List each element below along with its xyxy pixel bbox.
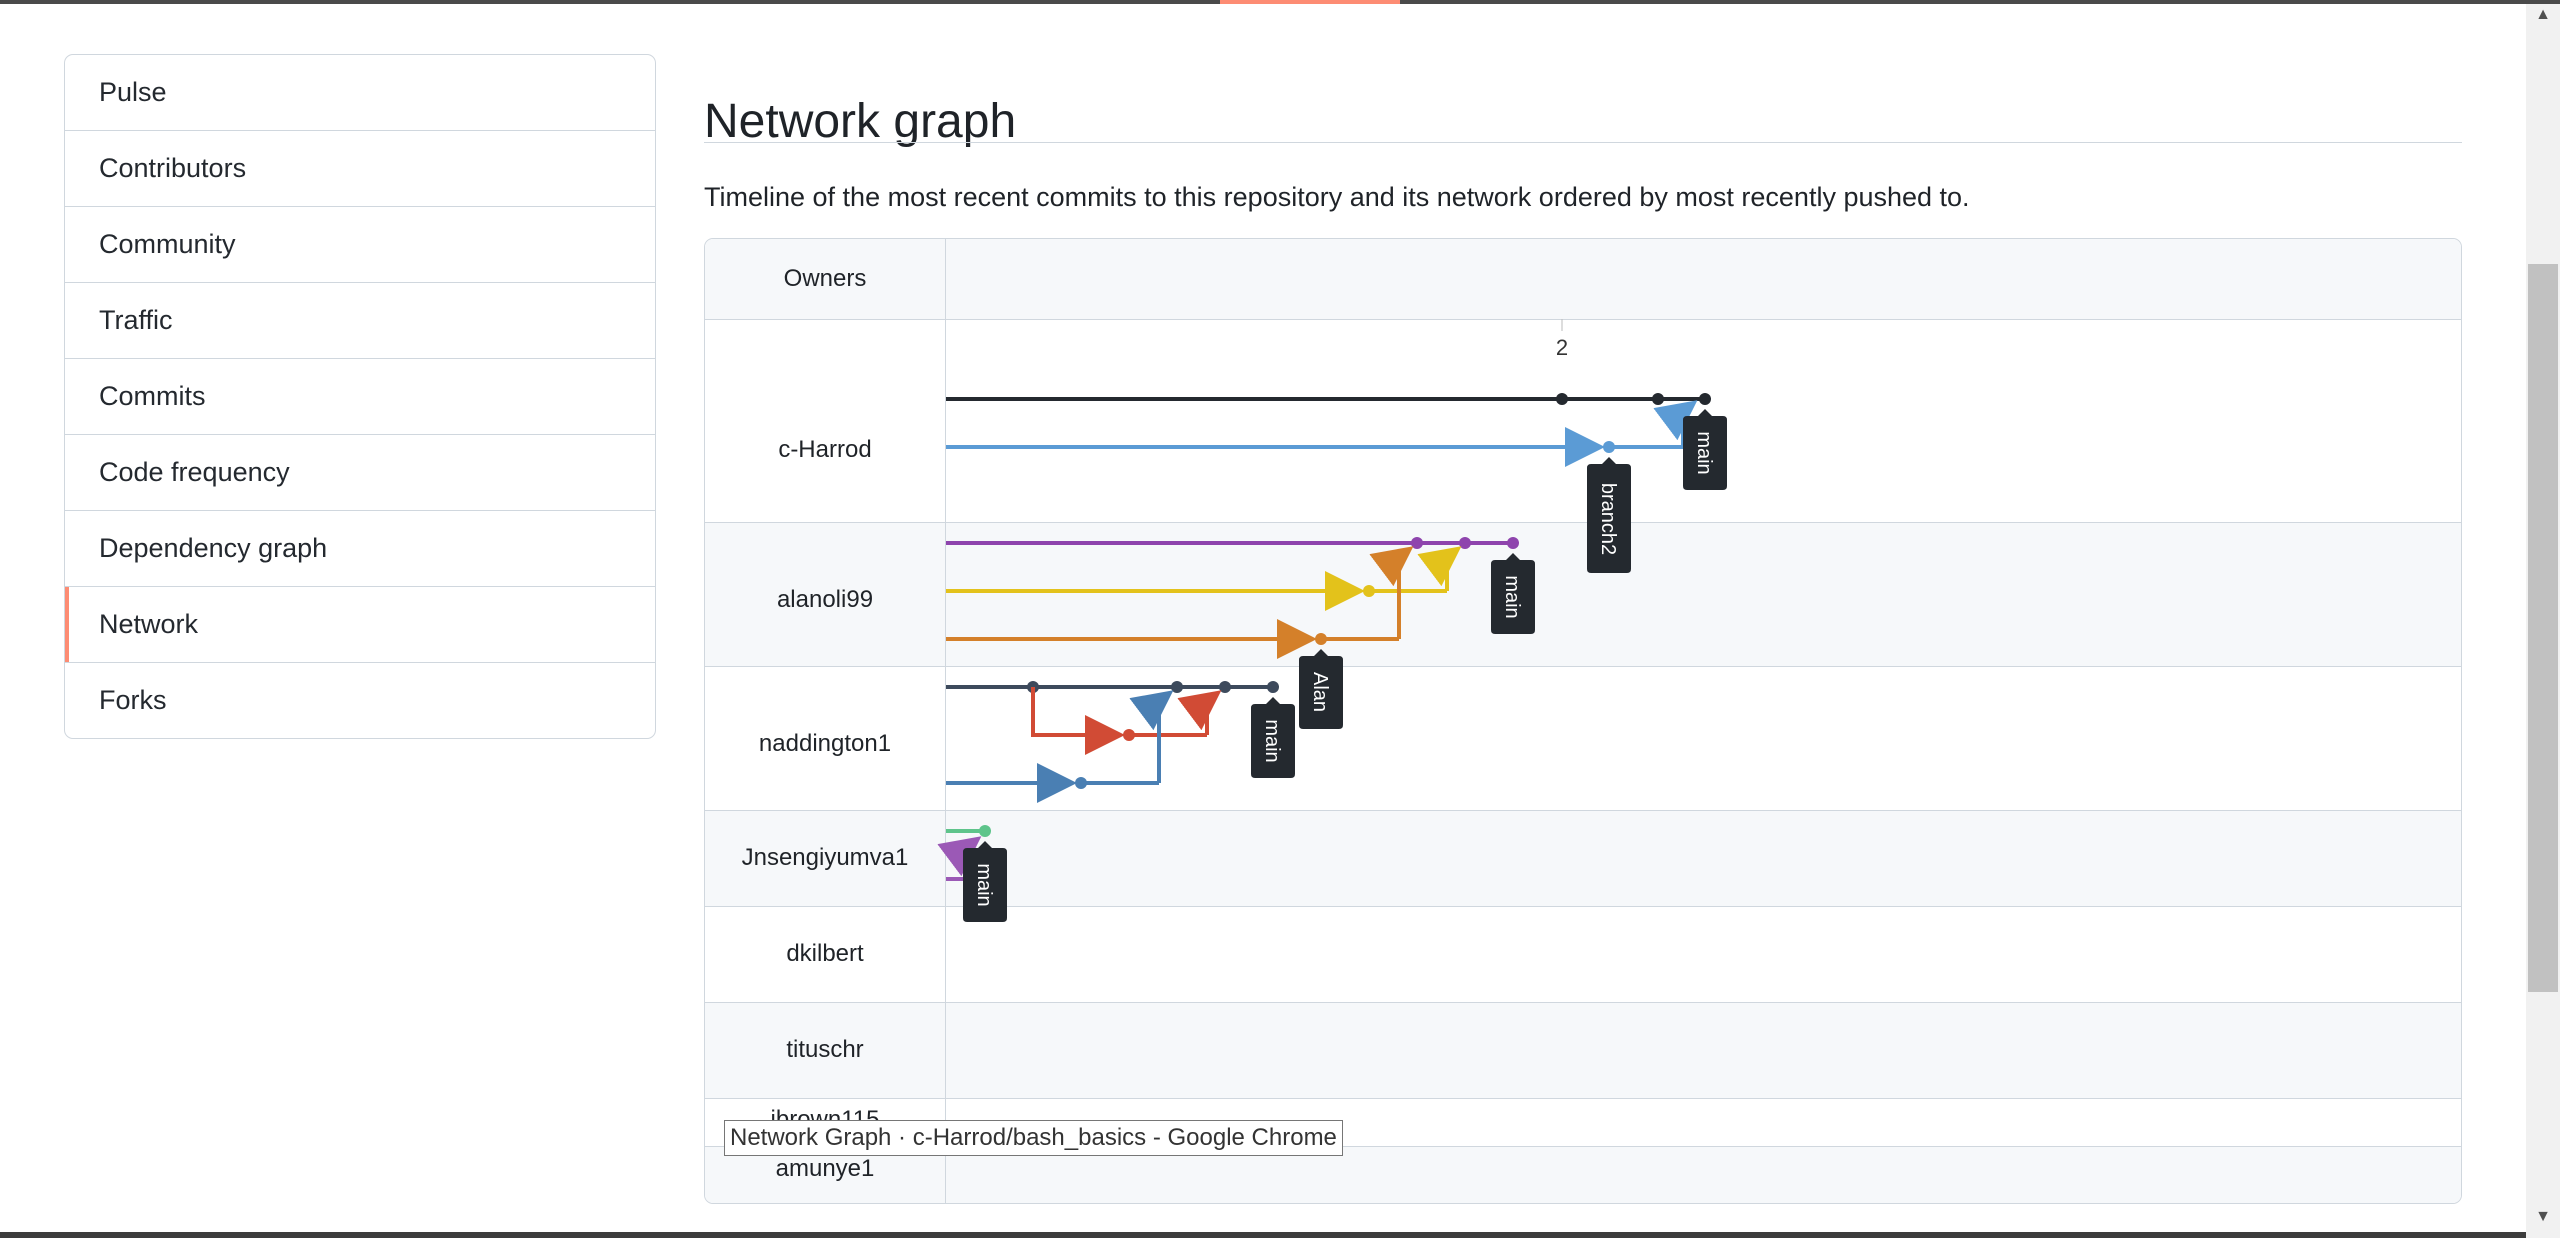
commit-dot[interactable]: [1267, 681, 1279, 693]
owner-name[interactable]: naddington1: [758, 730, 892, 757]
owner-name[interactable]: tituschr: [786, 1036, 864, 1063]
branch-line-c-harrod-branch2: [946, 400, 1698, 467]
commit-graph-canvas[interactable]: 2: [705, 239, 2461, 1203]
sidebar-item-label: Contributors: [99, 153, 247, 183]
sidebar-item-label: Pulse: [99, 77, 167, 107]
sidebar-item-network[interactable]: Network: [65, 587, 655, 663]
branch-line-alanoli99-yellow: [946, 546, 1462, 611]
commit-dot[interactable]: [1075, 777, 1087, 789]
branch-line-c-harrod-main: [946, 393, 1711, 405]
branch-line-naddington1-main: [946, 681, 1279, 693]
title-divider: [704, 142, 2462, 143]
sidebar-item-traffic[interactable]: Traffic: [65, 283, 655, 359]
browser-bottom-edge: [0, 1232, 2526, 1238]
sidebar-item-pulse[interactable]: Pulse: [65, 55, 655, 131]
commit-dot[interactable]: [1219, 681, 1231, 693]
sidebar-item-label: Forks: [99, 685, 167, 715]
branch-tag-naddington1-main[interactable]: main: [1251, 697, 1295, 778]
owner-row: c-Harrod: [705, 319, 2461, 523]
commit-dot[interactable]: [1652, 393, 1664, 405]
owner-name[interactable]: amunye1: [775, 1155, 875, 1182]
page-description: Timeline of the most recent commits to t…: [704, 182, 1970, 212]
branch-line-naddington1-steel: [946, 690, 1174, 803]
owner-name[interactable]: alanoli99: [776, 586, 874, 613]
branch-line-naddington1-red: [1031, 687, 1222, 755]
sidebar-item-label: Network: [99, 609, 199, 639]
commit-dot[interactable]: [1507, 537, 1519, 549]
commit-dot[interactable]: [1411, 537, 1423, 549]
commit-dot[interactable]: [1315, 633, 1327, 645]
owner-row: dkilbert: [705, 906, 2461, 1003]
branch-tag-alanoli99-main[interactable]: main: [1491, 553, 1535, 634]
sidebar-item-code-frequency[interactable]: Code frequency: [65, 435, 655, 511]
branch-tag-c-harrod-branch2[interactable]: branch2: [1587, 457, 1631, 573]
insights-sidebar: Pulse Contributors Community Traffic Com…: [64, 54, 656, 739]
branch-tag-text: main: [1693, 431, 1715, 474]
commit-dot[interactable]: [1171, 681, 1183, 693]
commit-dot[interactable]: [1363, 585, 1375, 597]
page-title: Network graph: [704, 95, 1017, 149]
sidebar-item-label: Commits: [99, 381, 206, 411]
commit-dot[interactable]: [1459, 537, 1471, 549]
scrollbar-thumb[interactable]: [2528, 264, 2558, 992]
commit-dot[interactable]: [1123, 729, 1135, 741]
owner-name[interactable]: dkilbert: [786, 940, 864, 967]
branch-line-alanoli99-main: [946, 537, 1519, 549]
sidebar-item-label: Code frequency: [99, 457, 290, 487]
sidebar-item-contributors[interactable]: Contributors: [65, 131, 655, 207]
branch-tag-text: main: [1501, 575, 1523, 618]
commit-dot[interactable]: [1556, 393, 1568, 405]
owner-row: tituschr: [705, 1002, 2461, 1099]
sidebar-item-community[interactable]: Community: [65, 207, 655, 283]
owners-header-label: Owners: [783, 265, 867, 292]
scroll-up-icon[interactable]: ▲: [2535, 6, 2551, 23]
owners-column-divider: [945, 239, 946, 1203]
branch-line-alanoli99-alan: [946, 546, 1414, 659]
branch-tag-text: main: [1261, 719, 1283, 762]
branch-tag-text: main: [973, 863, 995, 906]
commit-dot[interactable]: [1699, 393, 1711, 405]
owners-header: Owners: [705, 239, 2461, 319]
sidebar-item-commits[interactable]: Commits: [65, 359, 655, 435]
window-title-tooltip: Network Graph · c-Harrod/bash_basics - G…: [724, 1120, 1343, 1156]
branch-tag-text: branch2: [1597, 483, 1619, 555]
branch-line-jnsengiyumva1-main: [946, 825, 991, 837]
branch-tag-jnsengiyumva1-main[interactable]: main: [963, 841, 1007, 922]
owner-row: alanoli99: [705, 522, 2461, 667]
date-marker-label: 2: [1556, 335, 1568, 360]
branch-tag-c-harrod-main[interactable]: main: [1683, 409, 1727, 490]
sidebar-item-label: Traffic: [99, 305, 173, 335]
commit-dot[interactable]: [979, 825, 991, 837]
owner-name[interactable]: c-Harrod: [778, 436, 872, 463]
owner-name[interactable]: Jnsengiyumva1: [741, 844, 909, 871]
branch-tag-text: Alan: [1309, 672, 1331, 712]
network-graph[interactable]: Owners c-Harrod alanoli99 naddington1 Jn…: [704, 238, 2462, 1204]
sidebar-item-label: Community: [99, 229, 236, 259]
branch-tag-alanoli99-alan[interactable]: Alan: [1299, 649, 1343, 729]
commit-dot[interactable]: [1603, 441, 1615, 453]
active-tab-indicator: [1220, 0, 1400, 4]
scroll-down-icon[interactable]: ▼: [2535, 1208, 2551, 1225]
sidebar-item-label: Dependency graph: [99, 533, 328, 563]
sidebar-item-forks[interactable]: Forks: [65, 663, 655, 738]
owner-row: naddington1: [705, 666, 2461, 811]
sidebar-item-dependency-graph[interactable]: Dependency graph: [65, 511, 655, 587]
